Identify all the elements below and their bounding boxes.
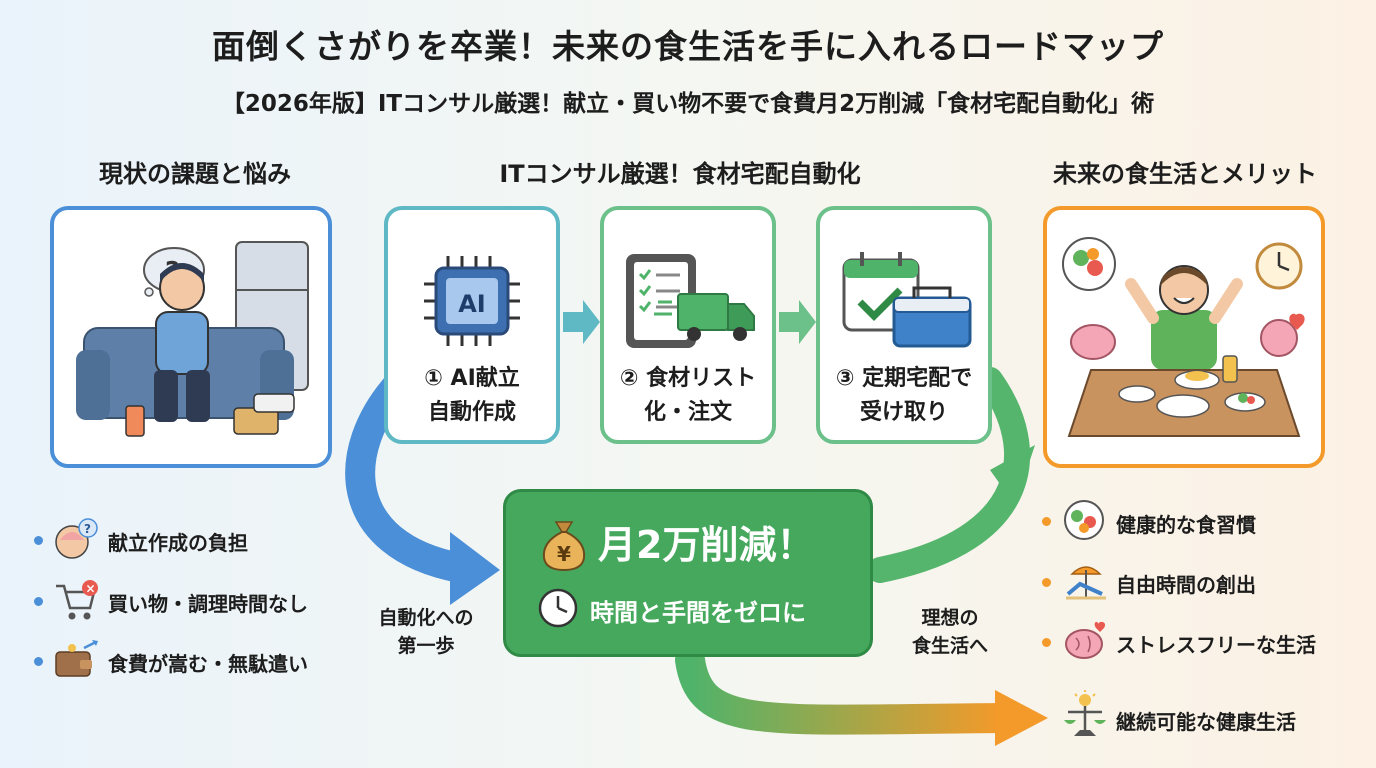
bullet-dot — [34, 536, 43, 545]
left-bullet-2: 買い物・調理時間なし — [108, 592, 308, 616]
head-question-icon: ? — [55, 518, 98, 559]
right-bullet-3: ストレスフリーな生活 — [1116, 633, 1316, 657]
arrow-step-1 — [563, 300, 600, 344]
step-card-3: ③ 定期宅配で 受け取り — [816, 206, 992, 444]
ai-chip-icon: AI — [424, 256, 520, 346]
arrow-final-curve — [675, 645, 1015, 735]
bullet-dot — [34, 657, 43, 666]
step-2-label: ② 食材リスト 化・注文 — [604, 362, 772, 430]
calendar-box-icon — [842, 252, 972, 348]
stressed-person-illustration: ? — [76, 241, 309, 437]
currency-symbol: ¥ — [557, 542, 571, 566]
flow-label-left-line1: 自動化への — [378, 607, 474, 629]
step-2-line1: ② 食材リスト — [619, 366, 757, 391]
arrow-final-head — [995, 690, 1048, 746]
left-bullet-3: 食費が嵩む・無駄遣い — [108, 652, 308, 676]
wallet-icon — [55, 640, 98, 677]
brain-heart-icon — [1065, 621, 1106, 659]
savings-subtext: 時間と手間をゼロに — [590, 599, 806, 627]
step-card-2: ② 食材リスト 化・注文 — [600, 206, 776, 444]
step-1-label: ① AI献立 自動作成 — [388, 362, 556, 430]
middle-heading: ITコンサル厳選！食材宅配自動化 — [499, 160, 861, 188]
bullet-dot — [1042, 638, 1051, 647]
bullet-dot — [1042, 517, 1051, 526]
flow-label-right-line2: 食生活へ — [911, 635, 988, 657]
left-bullet-1: 献立作成の負担 — [108, 531, 248, 555]
bullet-dot — [1042, 578, 1051, 587]
happy-meal-illustration — [1062, 237, 1305, 437]
final-goal: 継続可能な健康生活 — [1116, 710, 1296, 734]
clock-icon — [538, 588, 578, 628]
order-truck-icon — [626, 254, 755, 348]
ai-chip-label: AI — [458, 290, 486, 318]
step-card-1: AI ① AI献立 自動作成 — [384, 206, 560, 444]
flow-label-left: 自動化への 第一歩 — [356, 604, 496, 660]
beach-chair-icon — [1066, 566, 1106, 600]
shopping-cart-icon: × — [56, 580, 98, 620]
arrow-blue-curve — [345, 370, 475, 583]
money-bag-icon: ¥ — [542, 521, 586, 572]
right-bullet-2: 自由時間の創出 — [1116, 573, 1256, 597]
balance-scale-icon — [1064, 690, 1106, 736]
current-problems-card: ? — [50, 206, 332, 468]
flow-label-right-line1: 理想の — [921, 607, 979, 629]
step-3-line2: 受け取り — [859, 400, 948, 425]
bullet-dot — [34, 597, 43, 606]
flow-label-right: 理想の 食生活へ — [890, 604, 1010, 660]
arrow-blue-head — [450, 532, 500, 605]
savings-amount: 月2万削減！ — [598, 523, 815, 567]
right-heading: 未来の食生活とメリット — [1053, 160, 1317, 188]
left-heading: 現状の課題と悩み — [99, 160, 291, 188]
step-1-line1: ① AI献立 — [424, 366, 520, 391]
page-subtitle: 【2026年版】ITコンサル厳選！献立・買い物不要で食費月2万削減「食材宅配自動… — [221, 91, 1155, 117]
flow-label-left-line2: 第一歩 — [397, 635, 455, 657]
step-2-line2: 化・注文 — [643, 400, 732, 425]
step-1-line2: 自動作成 — [427, 400, 516, 425]
arrow-step-2 — [779, 300, 816, 344]
arrow-green-head — [990, 445, 1035, 505]
savings-box: ¥ 月2万削減！ 時間と手間をゼロに — [503, 489, 873, 657]
page-title: 面倒くさがりを卒業！未来の食生活を手に入れるロードマップ — [212, 27, 1164, 66]
step-3-label: ③ 定期宅配で 受け取り — [820, 362, 988, 430]
right-bullet-1: 健康的な食習慣 — [1116, 513, 1256, 537]
step-3-line1: ③ 定期宅配で — [835, 366, 973, 391]
svg-text:×: × — [86, 582, 96, 596]
svg-text:?: ? — [84, 522, 91, 536]
future-benefits-card — [1043, 206, 1325, 468]
salad-bowl-icon — [1064, 500, 1104, 540]
